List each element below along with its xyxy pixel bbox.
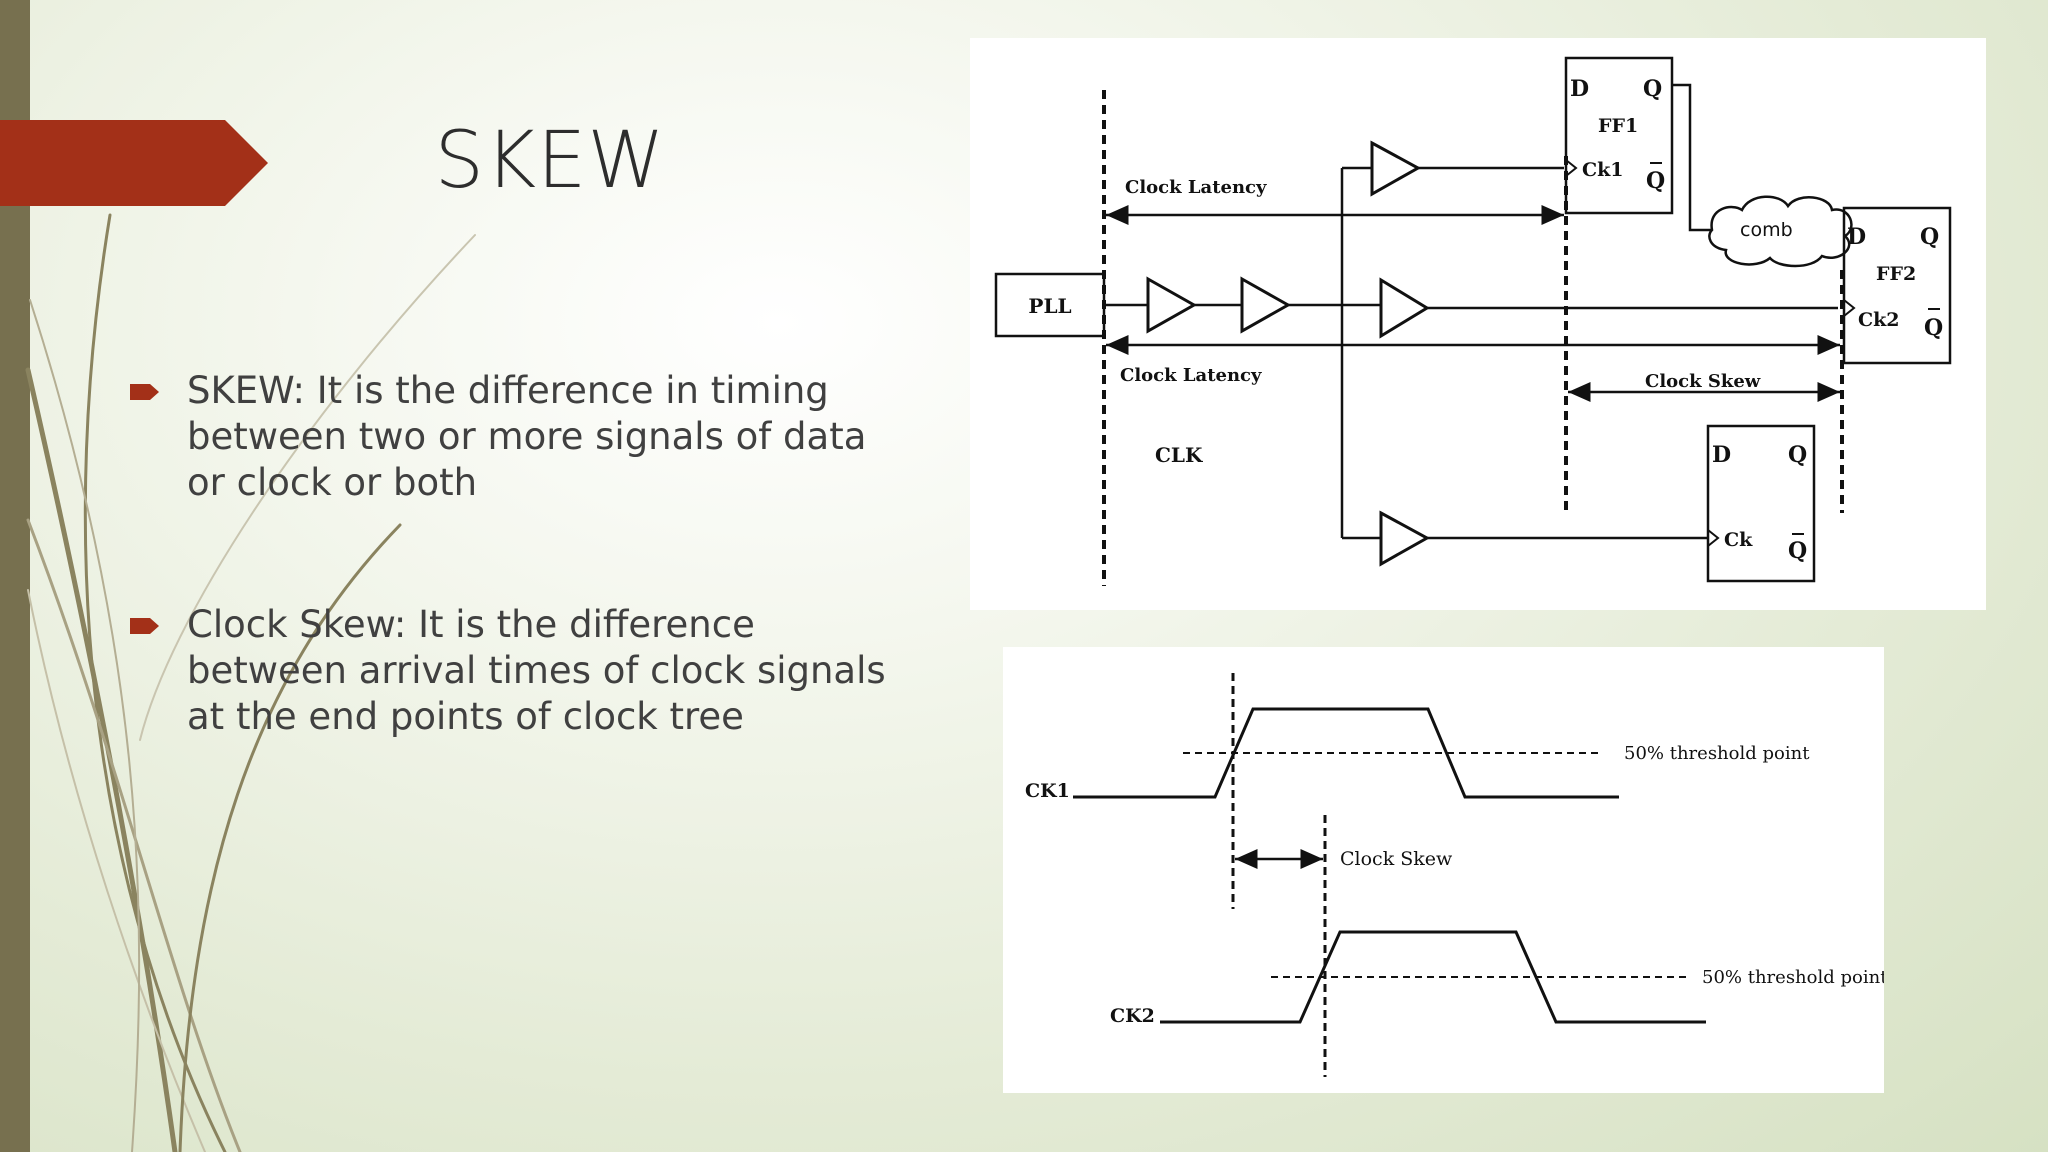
ff1-name-label: FF1 [1598,115,1638,137]
ff1-ck-label: Ck1 [1582,159,1624,181]
ff1-q-label: Q [1643,76,1662,102]
ff2-name-label: FF2 [1876,263,1916,285]
arrow-bullet-icon [130,618,159,634]
threshold1-label: 50% threshold point [1624,743,1810,764]
clk-label: CLK [1155,443,1203,467]
threshold2-label: 50% threshold point [1702,967,1884,988]
pll-label: PLL [1028,294,1071,318]
clock-latency-bottom-label: Clock Latency [1120,365,1262,386]
decorative-grass-lines [25,213,476,1152]
ck1-label: CK1 [1025,780,1070,802]
bullet-text: Clock Skew: It is the difference between… [187,603,886,738]
ff3-ck-label: Ck [1724,529,1753,551]
ff3-d-label: D [1712,442,1731,468]
ck2-label: CK2 [1110,1005,1155,1027]
waveform-clock-skew-label: Clock Skew [1340,848,1453,870]
bullet-item: SKEW: It is the difference in timing bet… [130,368,910,506]
arrow-bullet-icon [130,384,159,400]
clock-latency-top-label: Clock Latency [1125,177,1267,198]
ff2-ck-label: Ck2 [1858,309,1900,331]
slide-title: SKEW [434,116,666,206]
clock-skew-waveform: CK1 CK2 50% threshold point 50% threshol… [1003,647,1884,1093]
ff2-d-label: D [1847,224,1866,250]
comb-label: comb [1740,219,1793,241]
ff2-qbar-label: Q [1924,315,1943,341]
clock-skew-label: Clock Skew [1645,371,1761,392]
ff1-qbar-label: Q [1646,168,1665,194]
bullet-text: SKEW: It is the difference in timing bet… [187,369,867,504]
ff1-d-label: D [1570,76,1589,102]
bullet-item: Clock Skew: It is the difference between… [130,602,910,740]
ff3-q-label: Q [1788,442,1807,468]
ff3-qbar-label: Q [1788,538,1807,564]
title-accent-arrow [0,120,268,206]
ff2-q-label: Q [1920,224,1939,250]
clock-tree-diagram: PLL Clock Latency Clock Latency Clock Sk… [970,38,1986,610]
bullet-list: SKEW: It is the difference in timing bet… [130,368,910,836]
